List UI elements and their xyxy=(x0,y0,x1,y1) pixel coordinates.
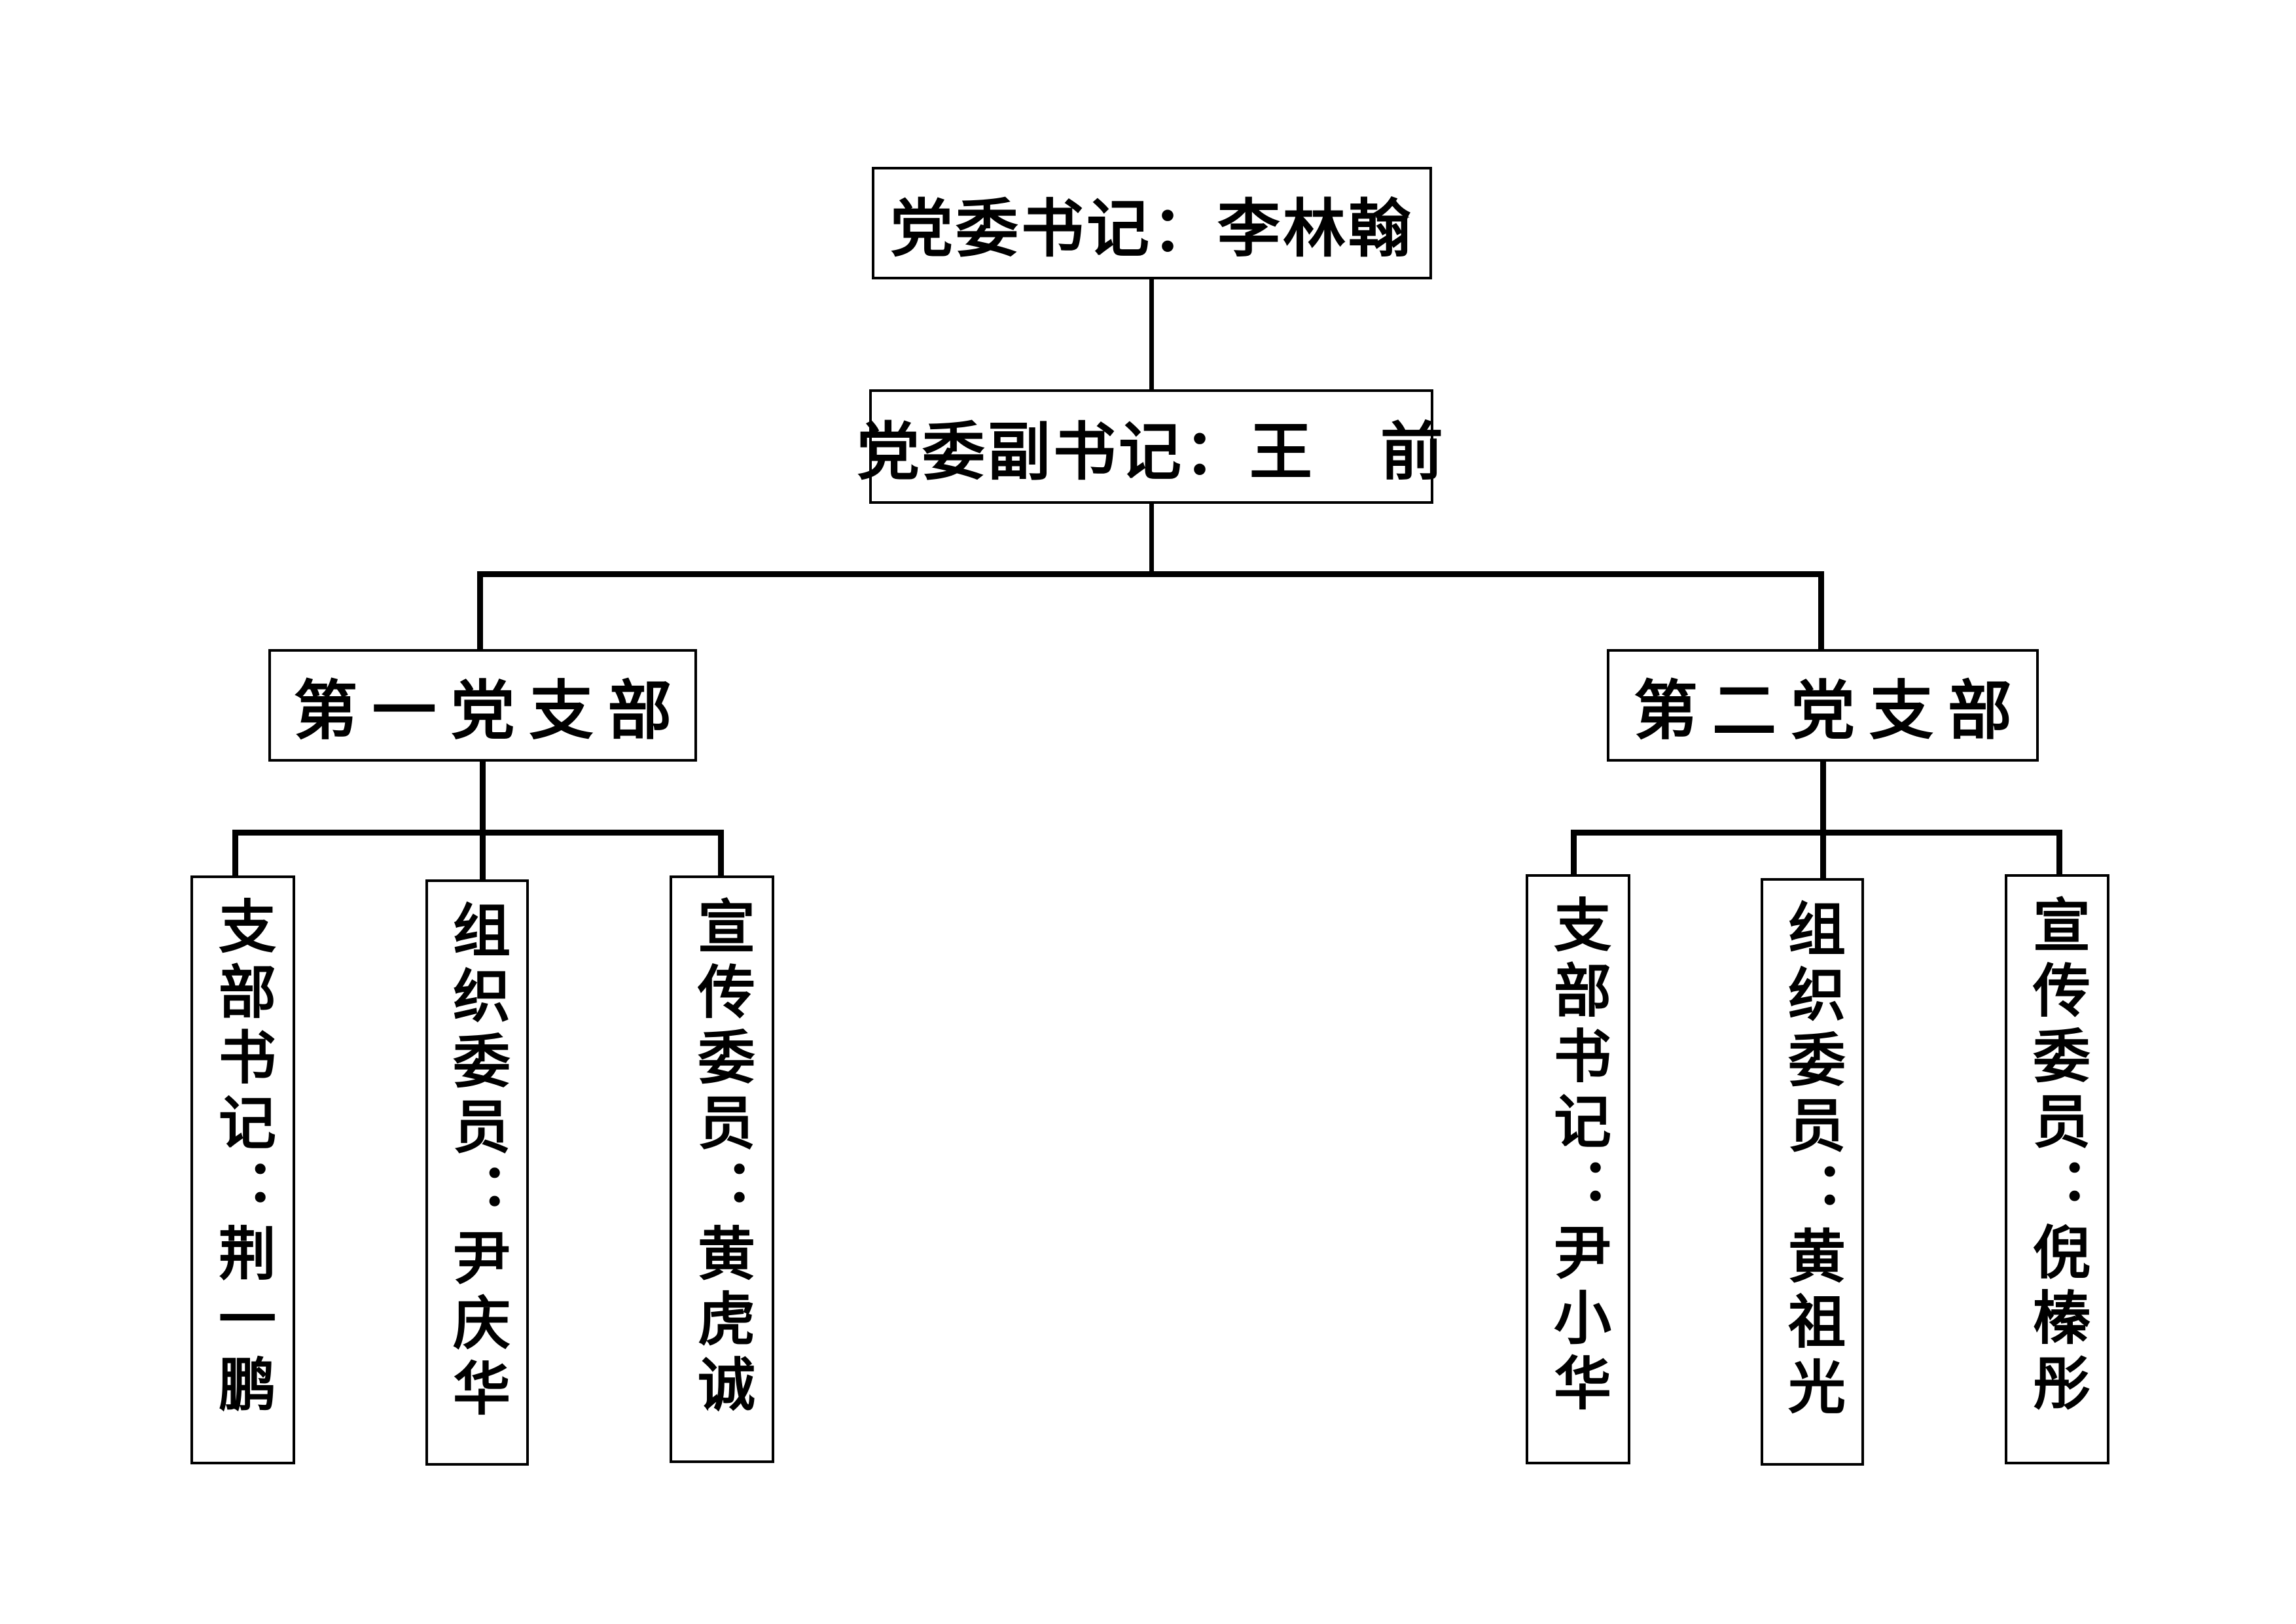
node-deputy-secretary-label: 党委副书记：王 前 xyxy=(857,415,1446,489)
node-branch2-member-organization-label: 组织委员：黄祖光 xyxy=(1778,899,1846,1422)
node-branch2-member-secretary-label: 支部书记：尹小华 xyxy=(1544,895,1612,1419)
node-deputy-secretary: 党委副书记：王 前 xyxy=(857,389,1443,504)
connector-branch1-member3-drop xyxy=(718,830,724,875)
node-branch1-member-publicity-label: 宣传委员：黄虎诚 xyxy=(688,896,756,1420)
connector-branch2-member2-drop xyxy=(1820,830,1826,878)
connector-branch-crossbar xyxy=(477,571,1824,577)
node-branch1-label: 第一党支部 xyxy=(293,674,687,749)
node-branch1-member-publicity: 宣传委员：黄虎诚 xyxy=(670,875,774,1463)
node-branch1-member-organization-label: 组织委员：尹庆华 xyxy=(443,900,511,1424)
connector-branch2-member1-drop xyxy=(1571,830,1577,874)
node-branch1-member-secretary: 支部书记：荆一鹏 xyxy=(190,875,295,1464)
connector-secretary-deputy xyxy=(1149,279,1154,389)
connector-branch1-stem xyxy=(480,762,486,830)
connector-branch1-member2-drop xyxy=(480,830,486,879)
connector-branch2-stem xyxy=(1820,762,1826,830)
node-branch2: 第二党支部 xyxy=(1607,649,2039,762)
connector-branch2-member3-drop xyxy=(2056,830,2062,874)
node-branch2-member-organization: 组织委员：黄祖光 xyxy=(1761,878,1864,1466)
node-branch2-member-publicity: 宣传委员：倪榛彤 xyxy=(2005,874,2109,1464)
node-party-secretary: 党委书记：李林翰 xyxy=(872,167,1432,279)
connector-branch1-crossbar xyxy=(232,830,724,836)
node-branch2-member-publicity-label: 宣传委员：倪榛彤 xyxy=(2023,895,2091,1419)
connector-deputy-stem xyxy=(1149,504,1154,574)
node-branch2-label: 第二党支部 xyxy=(1633,674,2026,749)
node-branch1-member-organization: 组织委员：尹庆华 xyxy=(425,879,529,1466)
node-party-secretary-label: 党委书记：李林翰 xyxy=(890,192,1414,266)
node-branch2-member-secretary: 支部书记：尹小华 xyxy=(1526,874,1630,1464)
connector-branch2-crossbar xyxy=(1571,830,2062,836)
connector-branch1-member1-drop xyxy=(232,830,238,875)
connector-branch2-drop xyxy=(1818,571,1824,649)
connector-branch1-drop xyxy=(477,571,483,649)
node-branch1-member-secretary-label: 支部书记：荆一鹏 xyxy=(209,896,277,1420)
node-branch1: 第一党支部 xyxy=(268,649,697,762)
